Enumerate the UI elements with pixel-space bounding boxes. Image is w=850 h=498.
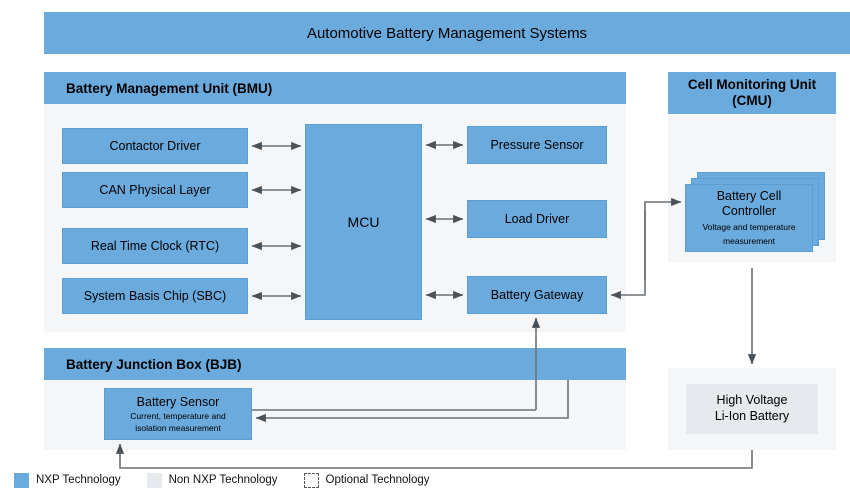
block-sublabel-line2: isolation measurement (135, 423, 221, 433)
block-battery-sensor[interactable]: Battery Sensor Current, temperature and … (104, 388, 252, 440)
bjb-panel-header: Battery Junction Box (BJB) (44, 348, 626, 380)
block-battery-cell-controller[interactable]: Battery Cell Controller Voltage and temp… (685, 184, 813, 252)
block-battery-gateway[interactable]: Battery Gateway (467, 276, 607, 314)
block-label-line2: Controller (721, 203, 777, 218)
block-label: Battery Gateway (490, 288, 584, 302)
legend-label: NXP Technology (36, 474, 121, 486)
block-load-driver[interactable]: Load Driver (467, 200, 607, 238)
cmu-panel-header: Cell Monitoring Unit (CMU) (668, 72, 836, 114)
block-mcu[interactable]: MCU (305, 124, 422, 320)
block-label: MCU (347, 214, 380, 230)
legend-item-non-nxp: Non NXP Technology (146, 472, 278, 488)
block-label-line2: Li-Ion Battery (714, 409, 790, 423)
block-label: System Basis Chip (SBC) (83, 289, 227, 303)
block-high-voltage-li-ion-battery[interactable]: High Voltage Li-Ion Battery (686, 384, 818, 434)
cmu-panel-title: Cell Monitoring Unit (CMU) (687, 77, 817, 108)
diagram-title: Automotive Battery Management Systems (306, 24, 588, 42)
block-label: Battery Sensor (136, 394, 220, 409)
block-contactor-driver[interactable]: Contactor Driver (62, 128, 248, 164)
legend-item-optional: Optional Technology (303, 472, 430, 488)
block-pressure-sensor[interactable]: Pressure Sensor (467, 126, 607, 164)
block-label: Pressure Sensor (490, 138, 584, 152)
block-sublabel-line2: measurement (723, 236, 775, 247)
block-label: Contactor Driver (109, 139, 201, 153)
legend-item-nxp: NXP Technology (14, 472, 121, 488)
block-label-line1: Battery Cell (716, 189, 782, 204)
block-can-physical-layer[interactable]: CAN Physical Layer (62, 172, 248, 208)
block-sublabel-line1: Current, temperature and (130, 410, 226, 421)
legend-label: Optional Technology (325, 474, 430, 486)
block-label: CAN Physical Layer (99, 183, 211, 197)
legend: NXP Technology Non NXP Technology Option… (14, 470, 456, 490)
legend-swatch-non-nxp-icon (146, 472, 162, 488)
legend-swatch-nxp-icon (14, 472, 29, 488)
bmu-panel-header: Battery Management Unit (BMU) (44, 72, 626, 104)
diagram-title-bar: Automotive Battery Management Systems (44, 12, 850, 54)
block-label: Real Time Clock (RTC) (90, 239, 220, 253)
block-system-basis-chip[interactable]: System Basis Chip (SBC) (62, 278, 248, 314)
block-real-time-clock[interactable]: Real Time Clock (RTC) (62, 228, 248, 264)
bmu-panel-title: Battery Management Unit (BMU) (66, 80, 273, 96)
block-label-line1: High Voltage (716, 393, 788, 408)
block-sublabel-line1: Voltage and temperature (702, 222, 796, 233)
bjb-panel-title: Battery Junction Box (BJB) (66, 356, 242, 372)
legend-swatch-optional-icon (303, 472, 319, 488)
block-label: Load Driver (504, 212, 570, 226)
legend-label: Non NXP Technology (168, 474, 278, 486)
